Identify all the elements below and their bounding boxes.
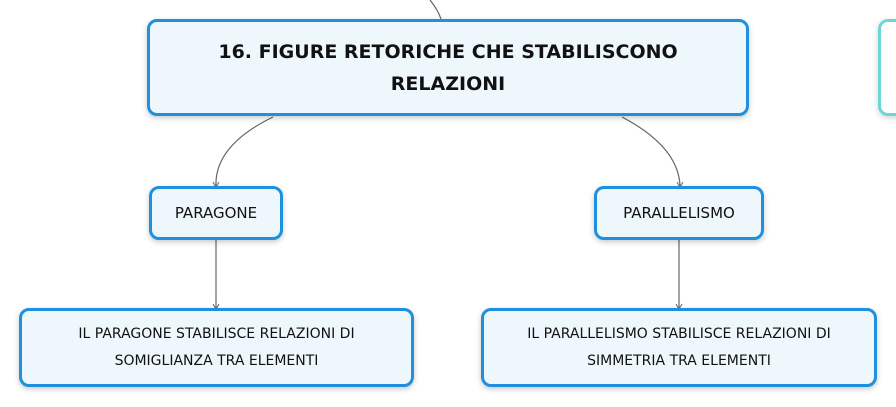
topic-node-paragone-label: PARAGONE [174,204,258,222]
connector-parent-to-root [429,0,442,20]
topic-node-parallelismo[interactable]: PARALLELISMO [594,186,764,240]
detail-node-parallelismo-text: IL PARALLELISMO STABILISCE RELAZIONI DI … [527,325,831,369]
detail-node-paragone-text: IL PARAGONE STABILISCE RELAZIONI DI SOMI… [78,325,355,369]
adjacent-node-partial[interactable] [878,19,896,116]
detail-node-parallelismo[interactable]: IL PARALLELISMO STABILISCE RELAZIONI DI … [481,308,877,387]
detail-node-paragone[interactable]: IL PARAGONE STABILISCE RELAZIONI DI SOMI… [19,308,414,387]
root-node[interactable]: 16. FIGURE RETORICHE CHE STABILISCONO RE… [147,19,749,116]
root-node-title: 16. FIGURE RETORICHE CHE STABILISCONO RE… [218,40,678,95]
connector-root-to-parallelismo [621,116,681,187]
topic-node-parallelismo-label: PARALLELISMO [623,204,735,222]
topic-node-paragone[interactable]: PARAGONE [149,186,283,240]
connector-root-to-paragone [215,116,274,187]
